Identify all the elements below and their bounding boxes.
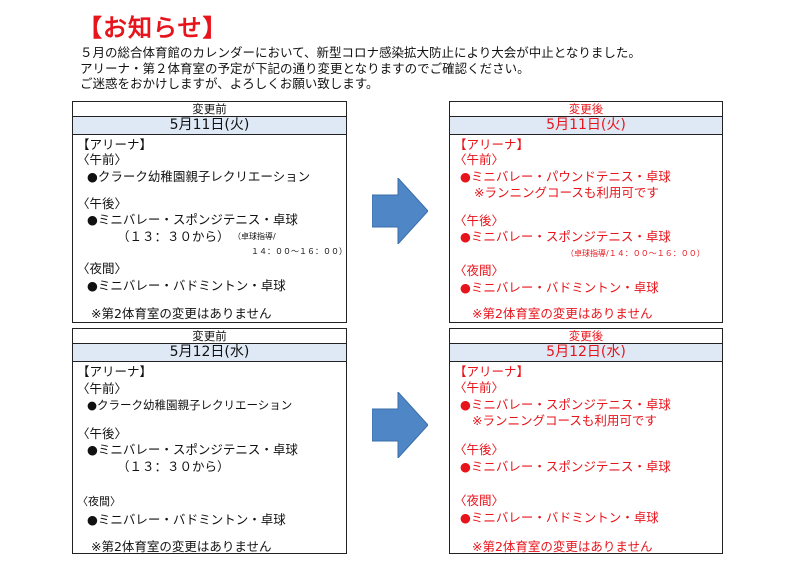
morning-label: 〈午前〉	[77, 152, 128, 167]
box-date: 5月11日(火)	[450, 117, 722, 135]
intro-line: ５月の総合体育館のカレンダーにおいて、新型コロナ感染拡大防止により大会が中止とな…	[80, 45, 641, 60]
night-item: ●ミニバレー・バドミントン・卓球	[460, 280, 659, 295]
before-box-may12: 変更前 5月12日(水) 【アリーナ】 〈午前〉 ●クラーク幼稚園親子レクリエー…	[72, 328, 347, 554]
night-label: 〈夜間〉	[77, 261, 128, 276]
night-item: ●ミニバレー・バドミントン・卓球	[87, 278, 286, 293]
box-footer: ※第2体育室の変更はありません	[472, 306, 653, 321]
morning-note: ※ランニングコースも利用可です	[474, 185, 659, 200]
night-label: 〈夜間〉	[454, 263, 505, 278]
arena-label: 【アリーナ】	[77, 137, 153, 152]
morning-label: 〈午前〉	[77, 381, 128, 396]
arena-label: 【アリーナ】	[454, 364, 530, 379]
afternoon-note: （卓球指導/	[233, 232, 276, 241]
morning-note: ※ランニングコースも利用可です	[472, 413, 657, 428]
box-header: 変更前	[73, 102, 346, 117]
box-footer: ※第2体育室の変更はありません	[472, 539, 653, 554]
notice-title: 【お知らせ】	[78, 14, 228, 42]
afternoon-label: 〈午後〉	[77, 196, 128, 211]
box-date: 5月11日(火)	[73, 117, 346, 135]
night-label: 〈夜間〉	[77, 495, 121, 508]
intro-line: ご迷惑をおかけしますが、よろしくお願い致します。	[80, 76, 379, 91]
intro-text: ５月の総合体育館のカレンダーにおいて、新型コロナ感染拡大防止により大会が中止とな…	[80, 45, 641, 92]
afternoon-time: （１３：３０から）	[117, 229, 230, 244]
night-item: ●ミニバレー・バドミントン・卓球	[87, 512, 286, 527]
morning-item: ●クラーク幼稚園親子レクリエーション	[87, 398, 293, 412]
box-header: 変更後	[450, 329, 722, 344]
night-item: ●ミニバレー・バドミントン・卓球	[460, 510, 659, 525]
right-arrow-icon	[372, 392, 428, 458]
afternoon-note: （卓球指導/１４：００～１６：００）	[566, 249, 705, 258]
morning-item: ●ミニバレー・パウンドテニス・卓球	[460, 169, 671, 184]
box-date: 5月12日(水)	[73, 344, 346, 362]
arena-label: 【アリーナ】	[77, 364, 153, 379]
morning-label: 〈午前〉	[454, 152, 505, 167]
afternoon-item: ●ミニバレー・スポンジテニス・卓球	[87, 442, 298, 457]
before-box-may11: 変更前 5月11日(火) 【アリーナ】 〈午前〉 ●クラーク幼稚園親子レクリエー…	[72, 101, 347, 323]
box-date: 5月12日(水)	[450, 344, 722, 362]
afternoon-time: （１３：３０から）	[117, 459, 230, 474]
intro-line: アリーナ・第２体育室の予定が下記の通り変更となりますのでご確認ください。	[80, 60, 530, 76]
right-arrow-icon	[372, 178, 428, 244]
morning-item: ●クラーク幼稚園親子レクリエーション	[87, 169, 311, 184]
afternoon-label: 〈午後〉	[77, 426, 128, 441]
afternoon-label: 〈午後〉	[454, 442, 505, 457]
box-header: 変更後	[450, 102, 722, 117]
box-footer: ※第2体育室の変更はありません	[91, 539, 272, 554]
box-footer: ※第2体育室の変更はありません	[91, 306, 272, 321]
afternoon-item: ●ミニバレー・スポンジテニス・卓球	[460, 229, 671, 244]
afternoon-item: ●ミニバレー・スポンジテニス・卓球	[87, 212, 298, 227]
afternoon-item: ●ミニバレー・スポンジテニス・卓球	[460, 459, 671, 474]
afternoon-label: 〈午後〉	[454, 213, 505, 228]
arena-label: 【アリーナ】	[454, 137, 530, 152]
after-box-may12: 変更後 5月12日(水) 【アリーナ】 〈午前〉 ●ミニバレー・スポンジテニス・…	[449, 328, 723, 554]
morning-item: ●ミニバレー・スポンジテニス・卓球	[460, 397, 671, 412]
morning-label: 〈午前〉	[454, 380, 505, 395]
afternoon-note: １４：００～１６：００）	[251, 247, 347, 256]
after-box-may11: 変更後 5月11日(火) 【アリーナ】 〈午前〉 ●ミニバレー・パウンドテニス・…	[449, 101, 723, 323]
box-header: 変更前	[73, 329, 346, 344]
night-label: 〈夜間〉	[454, 493, 505, 508]
